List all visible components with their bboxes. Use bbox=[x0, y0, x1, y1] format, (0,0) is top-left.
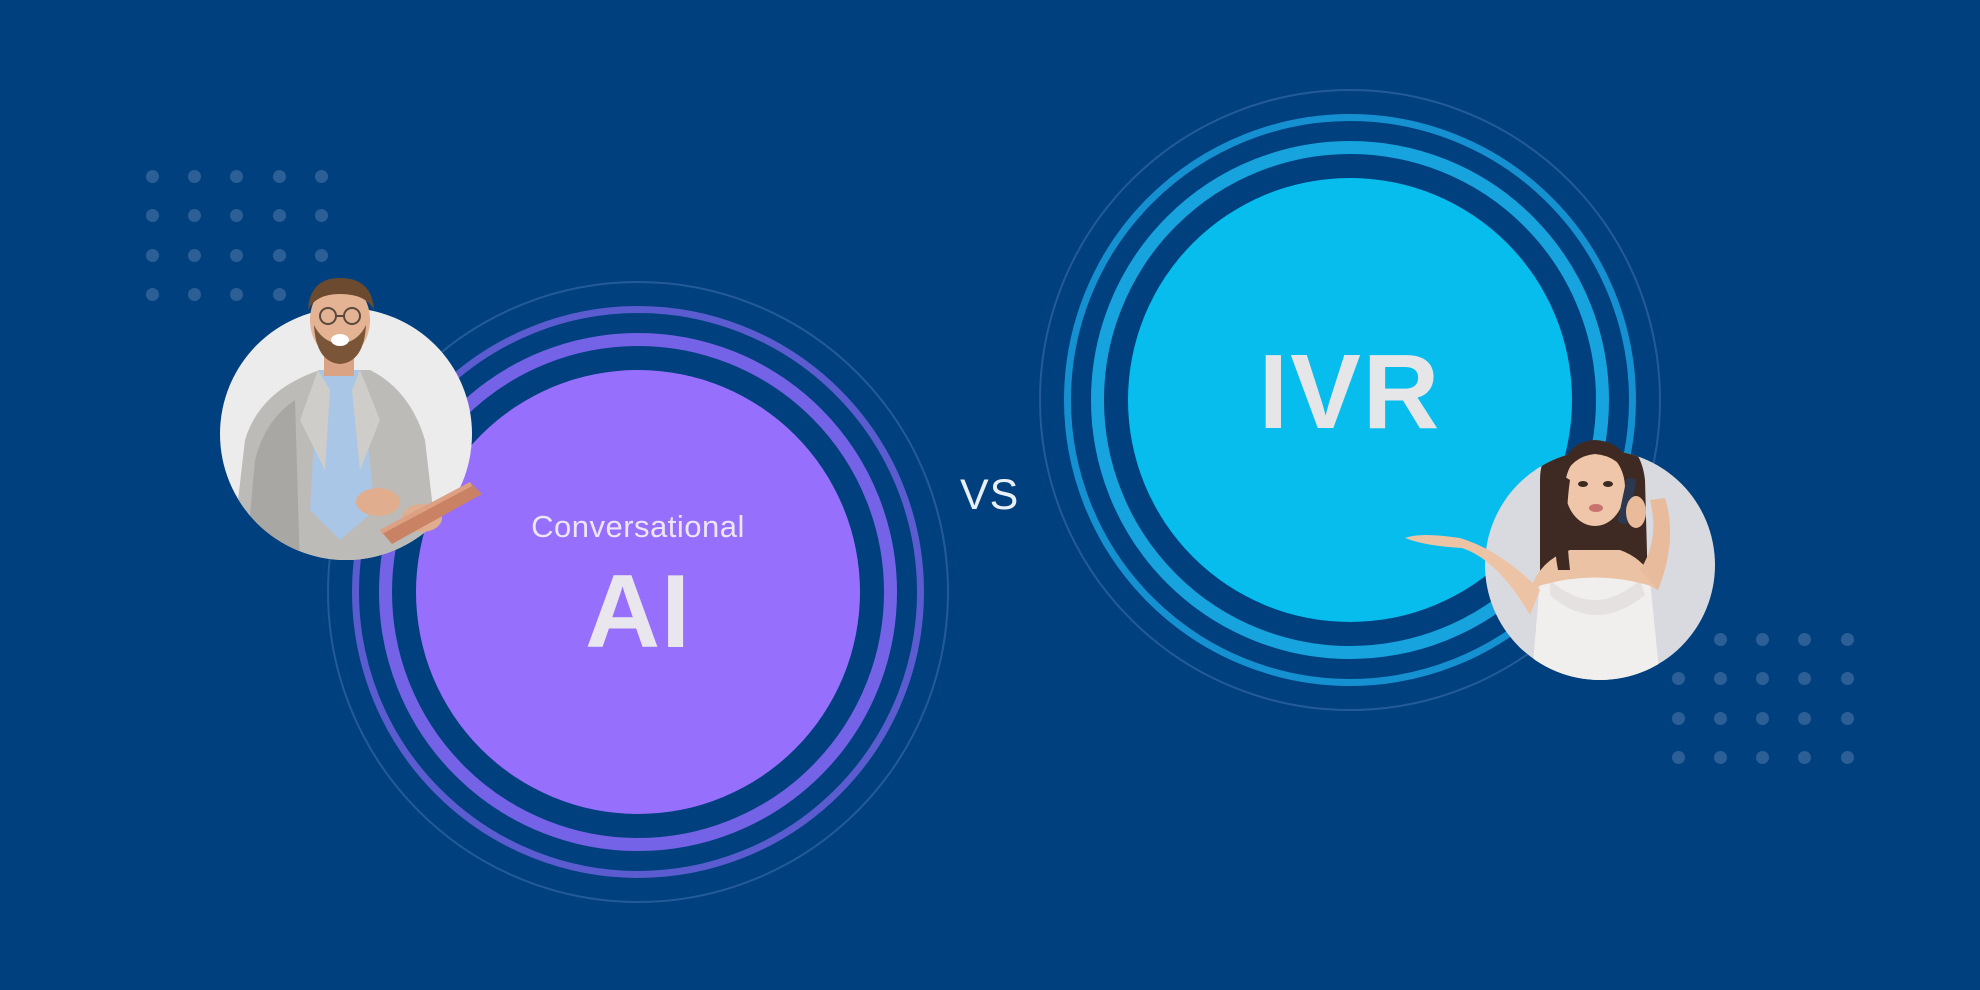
dot bbox=[273, 249, 286, 262]
dot bbox=[1756, 633, 1769, 646]
dot bbox=[1672, 672, 1685, 685]
dot bbox=[230, 170, 243, 183]
dot bbox=[1756, 751, 1769, 764]
dot bbox=[315, 209, 328, 222]
ai-middle-ring bbox=[352, 306, 924, 878]
dot bbox=[188, 288, 201, 301]
woman-photo bbox=[1390, 420, 1740, 700]
dot bbox=[1714, 712, 1727, 725]
dot bbox=[273, 170, 286, 183]
conversational-ai-circle: Conversational AI bbox=[416, 370, 860, 814]
dot bbox=[146, 209, 159, 222]
dot bbox=[273, 288, 286, 301]
dot bbox=[146, 249, 159, 262]
dot bbox=[146, 288, 159, 301]
dot bbox=[188, 170, 201, 183]
dot bbox=[1841, 751, 1854, 764]
ivr-outer-thin-ring bbox=[1039, 89, 1661, 711]
dot bbox=[1798, 751, 1811, 764]
dot bbox=[188, 209, 201, 222]
conversational-label: Conversational bbox=[531, 508, 745, 544]
dot bbox=[146, 170, 159, 183]
dot bbox=[230, 249, 243, 262]
woman-on-phone-icon bbox=[1405, 440, 1715, 680]
dot bbox=[1756, 712, 1769, 725]
dot bbox=[1841, 633, 1854, 646]
dot bbox=[1798, 712, 1811, 725]
dot bbox=[1798, 633, 1811, 646]
dot bbox=[273, 209, 286, 222]
dot bbox=[230, 288, 243, 301]
dot bbox=[230, 209, 243, 222]
businessman-with-tablet-icon bbox=[220, 278, 482, 560]
ai-outer-thin-ring bbox=[327, 281, 949, 903]
dot bbox=[1756, 672, 1769, 685]
vs-label: VS bbox=[960, 471, 1020, 519]
businessman-photo bbox=[200, 270, 500, 570]
dot bbox=[1672, 751, 1685, 764]
dot bbox=[1714, 633, 1727, 646]
dot bbox=[188, 249, 201, 262]
dot bbox=[315, 249, 328, 262]
dot bbox=[1841, 712, 1854, 725]
ai-label: AI bbox=[585, 553, 691, 670]
ivr-circle: IVR bbox=[1128, 178, 1572, 622]
dot bbox=[1672, 712, 1685, 725]
ivr-label: IVR bbox=[1258, 333, 1442, 451]
dot bbox=[1714, 751, 1727, 764]
dot bbox=[315, 170, 328, 183]
dot bbox=[1841, 672, 1854, 685]
dot bbox=[1798, 672, 1811, 685]
ivr-middle-ring bbox=[1064, 114, 1636, 686]
dot bbox=[1714, 672, 1727, 685]
